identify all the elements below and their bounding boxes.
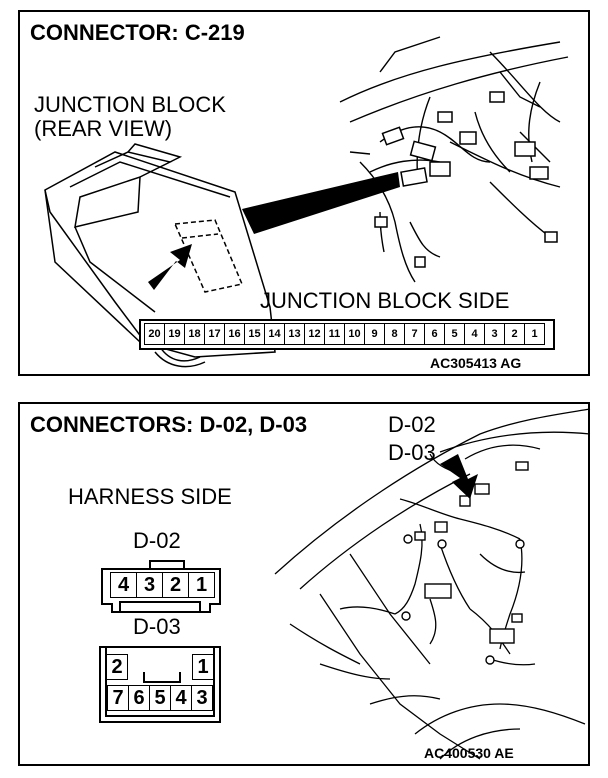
junction-block-pin-7: 7 [404, 323, 425, 345]
junction-block-pin-20: 20 [144, 323, 165, 345]
junction-block-pin-12: 12 [304, 323, 325, 345]
harness-side-label: HARNESS SIDE [68, 484, 232, 509]
harness-illustration [99, 408, 591, 760]
junction-block-pin-2: 2 [504, 323, 525, 345]
d03-pin-4: 4 [170, 685, 192, 711]
d03-pin-1: 1 [192, 654, 214, 680]
view-label-line1: JUNCTION BLOCK [34, 92, 226, 117]
junction-block-pin-16: 16 [224, 323, 245, 345]
junction-block-pin-19: 19 [164, 323, 185, 345]
junction-block-pin-3: 3 [484, 323, 505, 345]
panel1-title: CONNECTOR: C-219 [30, 20, 245, 45]
view-label-line2: (REAR VIEW) [34, 116, 173, 141]
junction-block-pin-5: 5 [444, 323, 465, 345]
junction-block-pin-14: 14 [264, 323, 285, 345]
junction-block-pin-8: 8 [384, 323, 405, 345]
d02-pin-1: 1 [188, 572, 215, 598]
junction-block-pin-6: 6 [424, 323, 445, 345]
junction-block-pin-10: 10 [344, 323, 365, 345]
d02-pin-4: 4 [110, 572, 137, 598]
junction-block-pin-4: 4 [464, 323, 485, 345]
callout-d02-label: D-02 [388, 412, 436, 437]
junction-block-pin-1: 1 [524, 323, 545, 345]
junction-block-pin-11: 11 [324, 323, 345, 345]
connectors-d02-d03-panel: CONNECTORS: D-02, D-03 D-02 D-03 HARNESS… [18, 402, 591, 766]
connector-c219-panel: CONNECTOR: C-219 JUNCTION BLOCK (REAR VI… [18, 10, 590, 376]
d03-pin-5: 5 [149, 685, 171, 711]
panel1-reference-code: AC305413 AG [430, 355, 522, 371]
d03-pin-6: 6 [128, 685, 150, 711]
d03-pin-7: 7 [107, 685, 129, 711]
d03-label: D-03 [133, 614, 181, 639]
junction-block-side-label: JUNCTION BLOCK SIDE [260, 288, 510, 313]
junction-block-pin-17: 17 [204, 323, 225, 345]
junction-block-pin-9: 9 [364, 323, 385, 345]
d03-pin-2: 2 [106, 654, 128, 680]
panel2-reference-code: AC400530 AE [424, 745, 514, 761]
d02-pin-3: 3 [136, 572, 163, 598]
junction-block-pin-18: 18 [184, 323, 205, 345]
d02-label: D-02 [133, 528, 181, 553]
d03-pin-3: 3 [191, 685, 213, 711]
callout-d03-label: D-03 [388, 440, 436, 465]
d02-pin-2: 2 [162, 572, 189, 598]
junction-block-pin-13: 13 [284, 323, 305, 345]
panel2-title: CONNECTORS: D-02, D-03 [30, 412, 308, 437]
junction-block-pin-15: 15 [244, 323, 265, 345]
